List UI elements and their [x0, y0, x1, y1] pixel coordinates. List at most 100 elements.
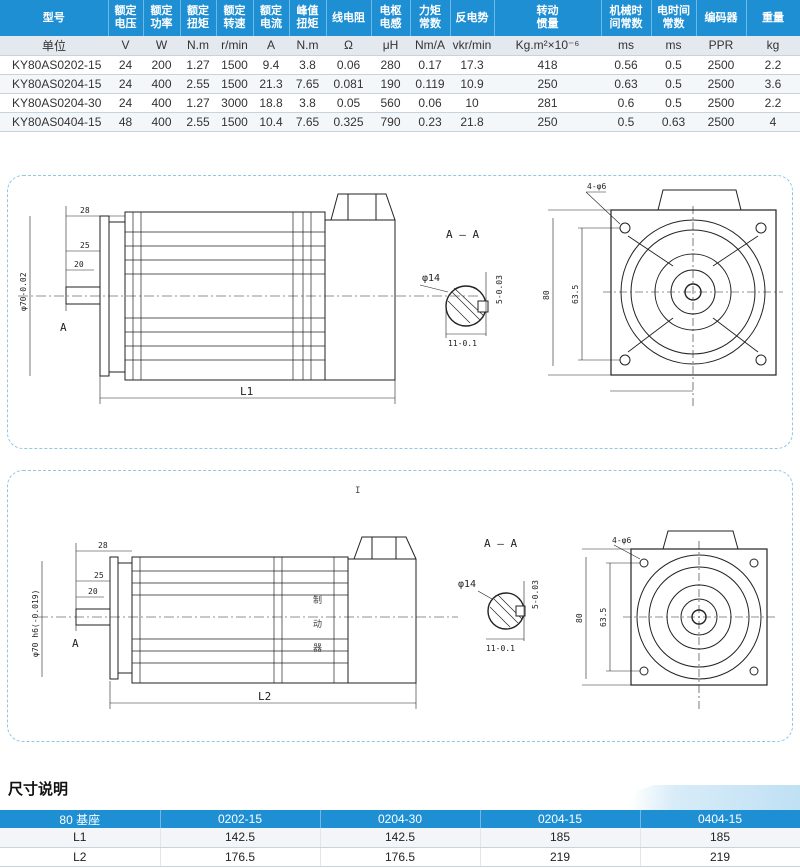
spec-value-cell: 0.56 — [601, 55, 651, 75]
dimension-cell: 219 — [480, 847, 641, 867]
spec-value-cell: 24 — [108, 93, 143, 113]
dimension-header-cell: 80 基座 — [0, 810, 161, 828]
spec-unit-cell: N.m — [180, 36, 216, 56]
flange-63-5: 63.5 — [599, 608, 608, 627]
spec-header-cell: 重量 — [746, 0, 800, 36]
spec-value-cell: 400 — [143, 93, 180, 113]
spec-value-cell: 281 — [494, 93, 601, 113]
key-diameter: φ14 — [422, 273, 440, 284]
model-cell: KY80AS0202-15 — [0, 55, 108, 75]
flange-80: 80 — [575, 613, 584, 623]
dimension-title: 尺寸说明 — [8, 781, 69, 798]
spec-value-cell: 3.8 — [289, 55, 326, 75]
spec-value-cell: 4 — [746, 112, 800, 132]
spec-value-cell: 0.081 — [326, 74, 371, 94]
model-cell: KY80AS0404-15 — [0, 112, 108, 132]
dimension-cell: L1 — [0, 828, 161, 848]
spec-unit-cell: ms — [651, 36, 696, 56]
motor-drawing-brake: 28 25 20 φ70 h6(-0.019) A L2 A — A φ14 5… — [31, 486, 778, 711]
dim-20: 20 — [74, 260, 84, 269]
spec-unit-cell: ms — [601, 36, 651, 56]
dimension-cell: 185 — [480, 828, 641, 848]
spec-header-cell: 额定电压 — [108, 0, 144, 36]
spec-value-cell: 3.6 — [746, 74, 800, 94]
spec-value-cell: 1.27 — [180, 55, 216, 75]
dimension-cell: 176.5 — [160, 847, 321, 867]
spec-value-cell: 400 — [143, 74, 180, 94]
spec-value-cell: 1500 — [216, 55, 253, 75]
section-title: A — A — [446, 228, 479, 241]
spec-header-cell: 峰值扭矩 — [289, 0, 327, 36]
dimension-cell: L2 — [0, 847, 161, 867]
spec-table: 型号额定电压额定功率额定扭矩额定转速额定电流峰值扭矩线电阻电枢电感力矩常数反电势… — [0, 0, 800, 132]
spec-value-cell: 17.3 — [450, 55, 494, 75]
shaft-diameter: φ70-0.02 — [19, 272, 28, 311]
spec-header-cell: 额定电流 — [253, 0, 290, 36]
spec-value-cell: 1500 — [216, 112, 253, 132]
spec-value-cell: 280 — [371, 55, 410, 75]
dimension-cell: 219 — [640, 847, 800, 867]
key-depth: 11-0.1 — [486, 644, 515, 653]
spec-value-cell: 200 — [143, 55, 180, 75]
spec-unit-cell: vkr/min — [450, 36, 494, 56]
key-depth: 11-0.1 — [448, 339, 477, 348]
spec-header-cell: 额定扭矩 — [180, 0, 217, 36]
spec-value-cell: 0.63 — [601, 74, 651, 94]
spec-unit-cell: V — [108, 36, 143, 56]
spec-value-cell: 2.2 — [746, 93, 800, 113]
spec-header-cell: 转动惯量 — [494, 0, 602, 36]
spec-header-cell: 额定功率 — [143, 0, 181, 36]
spec-value-cell: 21.8 — [450, 112, 494, 132]
spec-value-cell: 0.5 — [651, 93, 696, 113]
spec-value-cell: 24 — [108, 55, 143, 75]
spec-value-cell: 0.05 — [326, 93, 371, 113]
drawing-panel-brake: 28 25 20 φ70 h6(-0.019) A L2 A — A φ14 5… — [7, 470, 793, 742]
mount-holes: 4-φ6 — [612, 536, 631, 545]
spec-value-cell: 250 — [494, 74, 601, 94]
spec-unit-cell: 单位 — [0, 36, 108, 56]
spec-value-cell: 250 — [494, 112, 601, 132]
spec-value-cell: 0.5 — [651, 74, 696, 94]
spec-value-cell: 0.06 — [326, 55, 371, 75]
dim-25: 25 — [80, 241, 90, 250]
motor-drawing-standard: 28 25 20 φ70-0.02 A L1 A — A φ14 5-0.03 … — [18, 182, 783, 406]
spec-value-cell: 24 — [108, 74, 143, 94]
spec-unit-cell: Ω — [326, 36, 371, 56]
spec-header-cell: 额定转速 — [216, 0, 254, 36]
spec-value-cell: 21.3 — [253, 74, 289, 94]
spec-value-cell: 2500 — [696, 112, 746, 132]
spec-value-cell: 7.65 — [289, 74, 326, 94]
spec-value-cell: 2.55 — [180, 74, 216, 94]
marker-i: I — [355, 486, 360, 496]
spec-value-cell: 0.63 — [651, 112, 696, 132]
spec-value-cell: 10.9 — [450, 74, 494, 94]
spec-value-cell: 0.6 — [601, 93, 651, 113]
spec-value-cell: 18.8 — [253, 93, 289, 113]
dimension-header-decoration — [590, 785, 800, 810]
spec-unit-cell: Kg.m²×10⁻⁶ — [494, 36, 601, 56]
key-width: 5-0.03 — [495, 275, 504, 304]
spec-value-cell: 418 — [494, 55, 601, 75]
spec-value-cell: 3000 — [216, 93, 253, 113]
dimension-cell: 142.5 — [160, 828, 321, 848]
spec-header-cell: 编码器 — [696, 0, 747, 36]
shaft-diameter: φ70 h6(-0.019) — [31, 590, 40, 657]
spec-value-cell: 400 — [143, 112, 180, 132]
spec-unit-cell: μH — [371, 36, 410, 56]
dimension-header-cell: 0204-15 — [480, 810, 641, 828]
spec-header-cell: 电枢电感 — [371, 0, 411, 36]
dimension-header-cell: 0204-30 — [320, 810, 481, 828]
dimension-cell: 185 — [640, 828, 800, 848]
spec-unit-cell: W — [143, 36, 180, 56]
spec-value-cell: 0.119 — [410, 74, 450, 94]
spec-unit-cell: Nm/A — [410, 36, 450, 56]
spec-value-cell: 2500 — [696, 74, 746, 94]
key-width: 5-0.03 — [531, 580, 540, 609]
spec-value-cell: 2500 — [696, 93, 746, 113]
